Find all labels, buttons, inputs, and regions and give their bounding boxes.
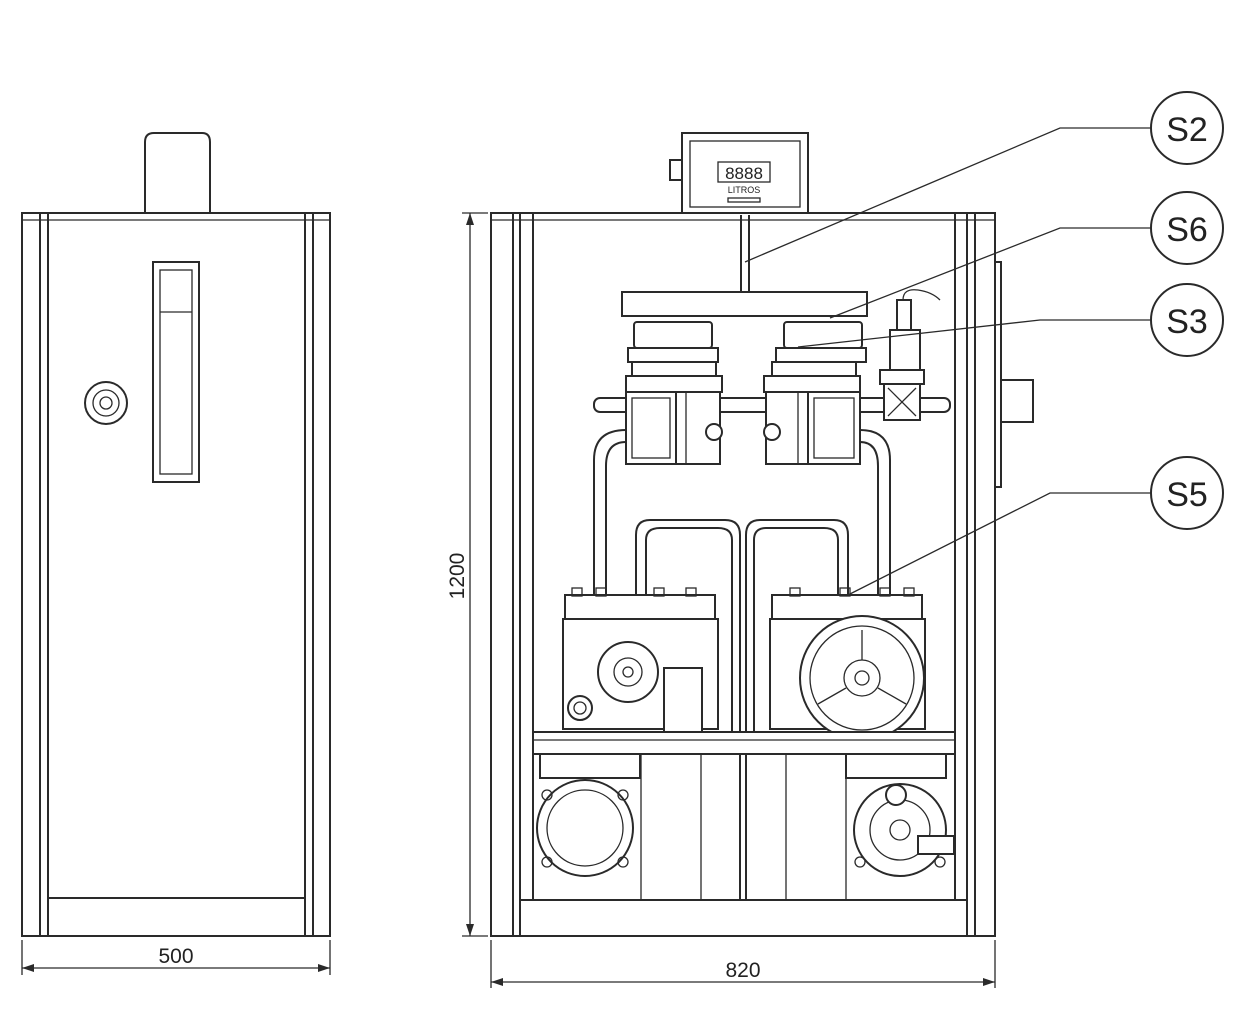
- side-top-nozzle: [144, 132, 211, 216]
- callout-s3-group: S3: [797, 283, 1224, 357]
- callout-s2-group: S2: [744, 91, 1224, 263]
- side-bracket: [994, 261, 1002, 488]
- display-window: [717, 161, 771, 183]
- height-dimension: [462, 212, 488, 937]
- pump-left: [562, 587, 719, 753]
- callout-s5: S5: [1166, 476, 1208, 514]
- display-box: [681, 132, 809, 216]
- callout-s6-group: S6: [829, 191, 1224, 319]
- nozzle-boot: [1000, 379, 1034, 423]
- motor-right: [845, 753, 955, 877]
- meter-right: [763, 321, 867, 465]
- callout-s6: S6: [1166, 211, 1208, 249]
- front-view: 8888 LITROS: [446, 132, 1034, 988]
- side-nozzle-holder: [84, 381, 128, 425]
- pump-right: [769, 587, 926, 741]
- callout-s3-bubble: [1150, 283, 1224, 357]
- callout-s6-bubble: [1150, 191, 1224, 265]
- side-width-label: 500: [158, 945, 193, 968]
- callout-s3: S3: [1166, 303, 1208, 341]
- front-width-label: 820: [725, 959, 760, 982]
- callout-s2-bubble: [1150, 91, 1224, 165]
- callout-s5-bubble: [1150, 456, 1224, 530]
- side-width-dimension: [21, 940, 331, 975]
- side-view: 500: [21, 132, 331, 975]
- display-digits: 8888: [725, 164, 763, 183]
- callout-s5-group: S5: [845, 456, 1224, 597]
- side-hose-slot: [152, 261, 200, 483]
- front-width-dimension: [490, 940, 996, 988]
- solenoid-valve: [879, 289, 941, 421]
- display-head: 8888 LITROS: [669, 132, 809, 216]
- motor-left: [536, 753, 641, 877]
- base-frame: [532, 731, 956, 755]
- callout-s2: S2: [1166, 111, 1208, 149]
- display-unit: LITROS: [728, 185, 761, 195]
- meter-left: [625, 321, 723, 465]
- height-label: 1200: [446, 553, 469, 600]
- mounting-plate: [621, 291, 868, 317]
